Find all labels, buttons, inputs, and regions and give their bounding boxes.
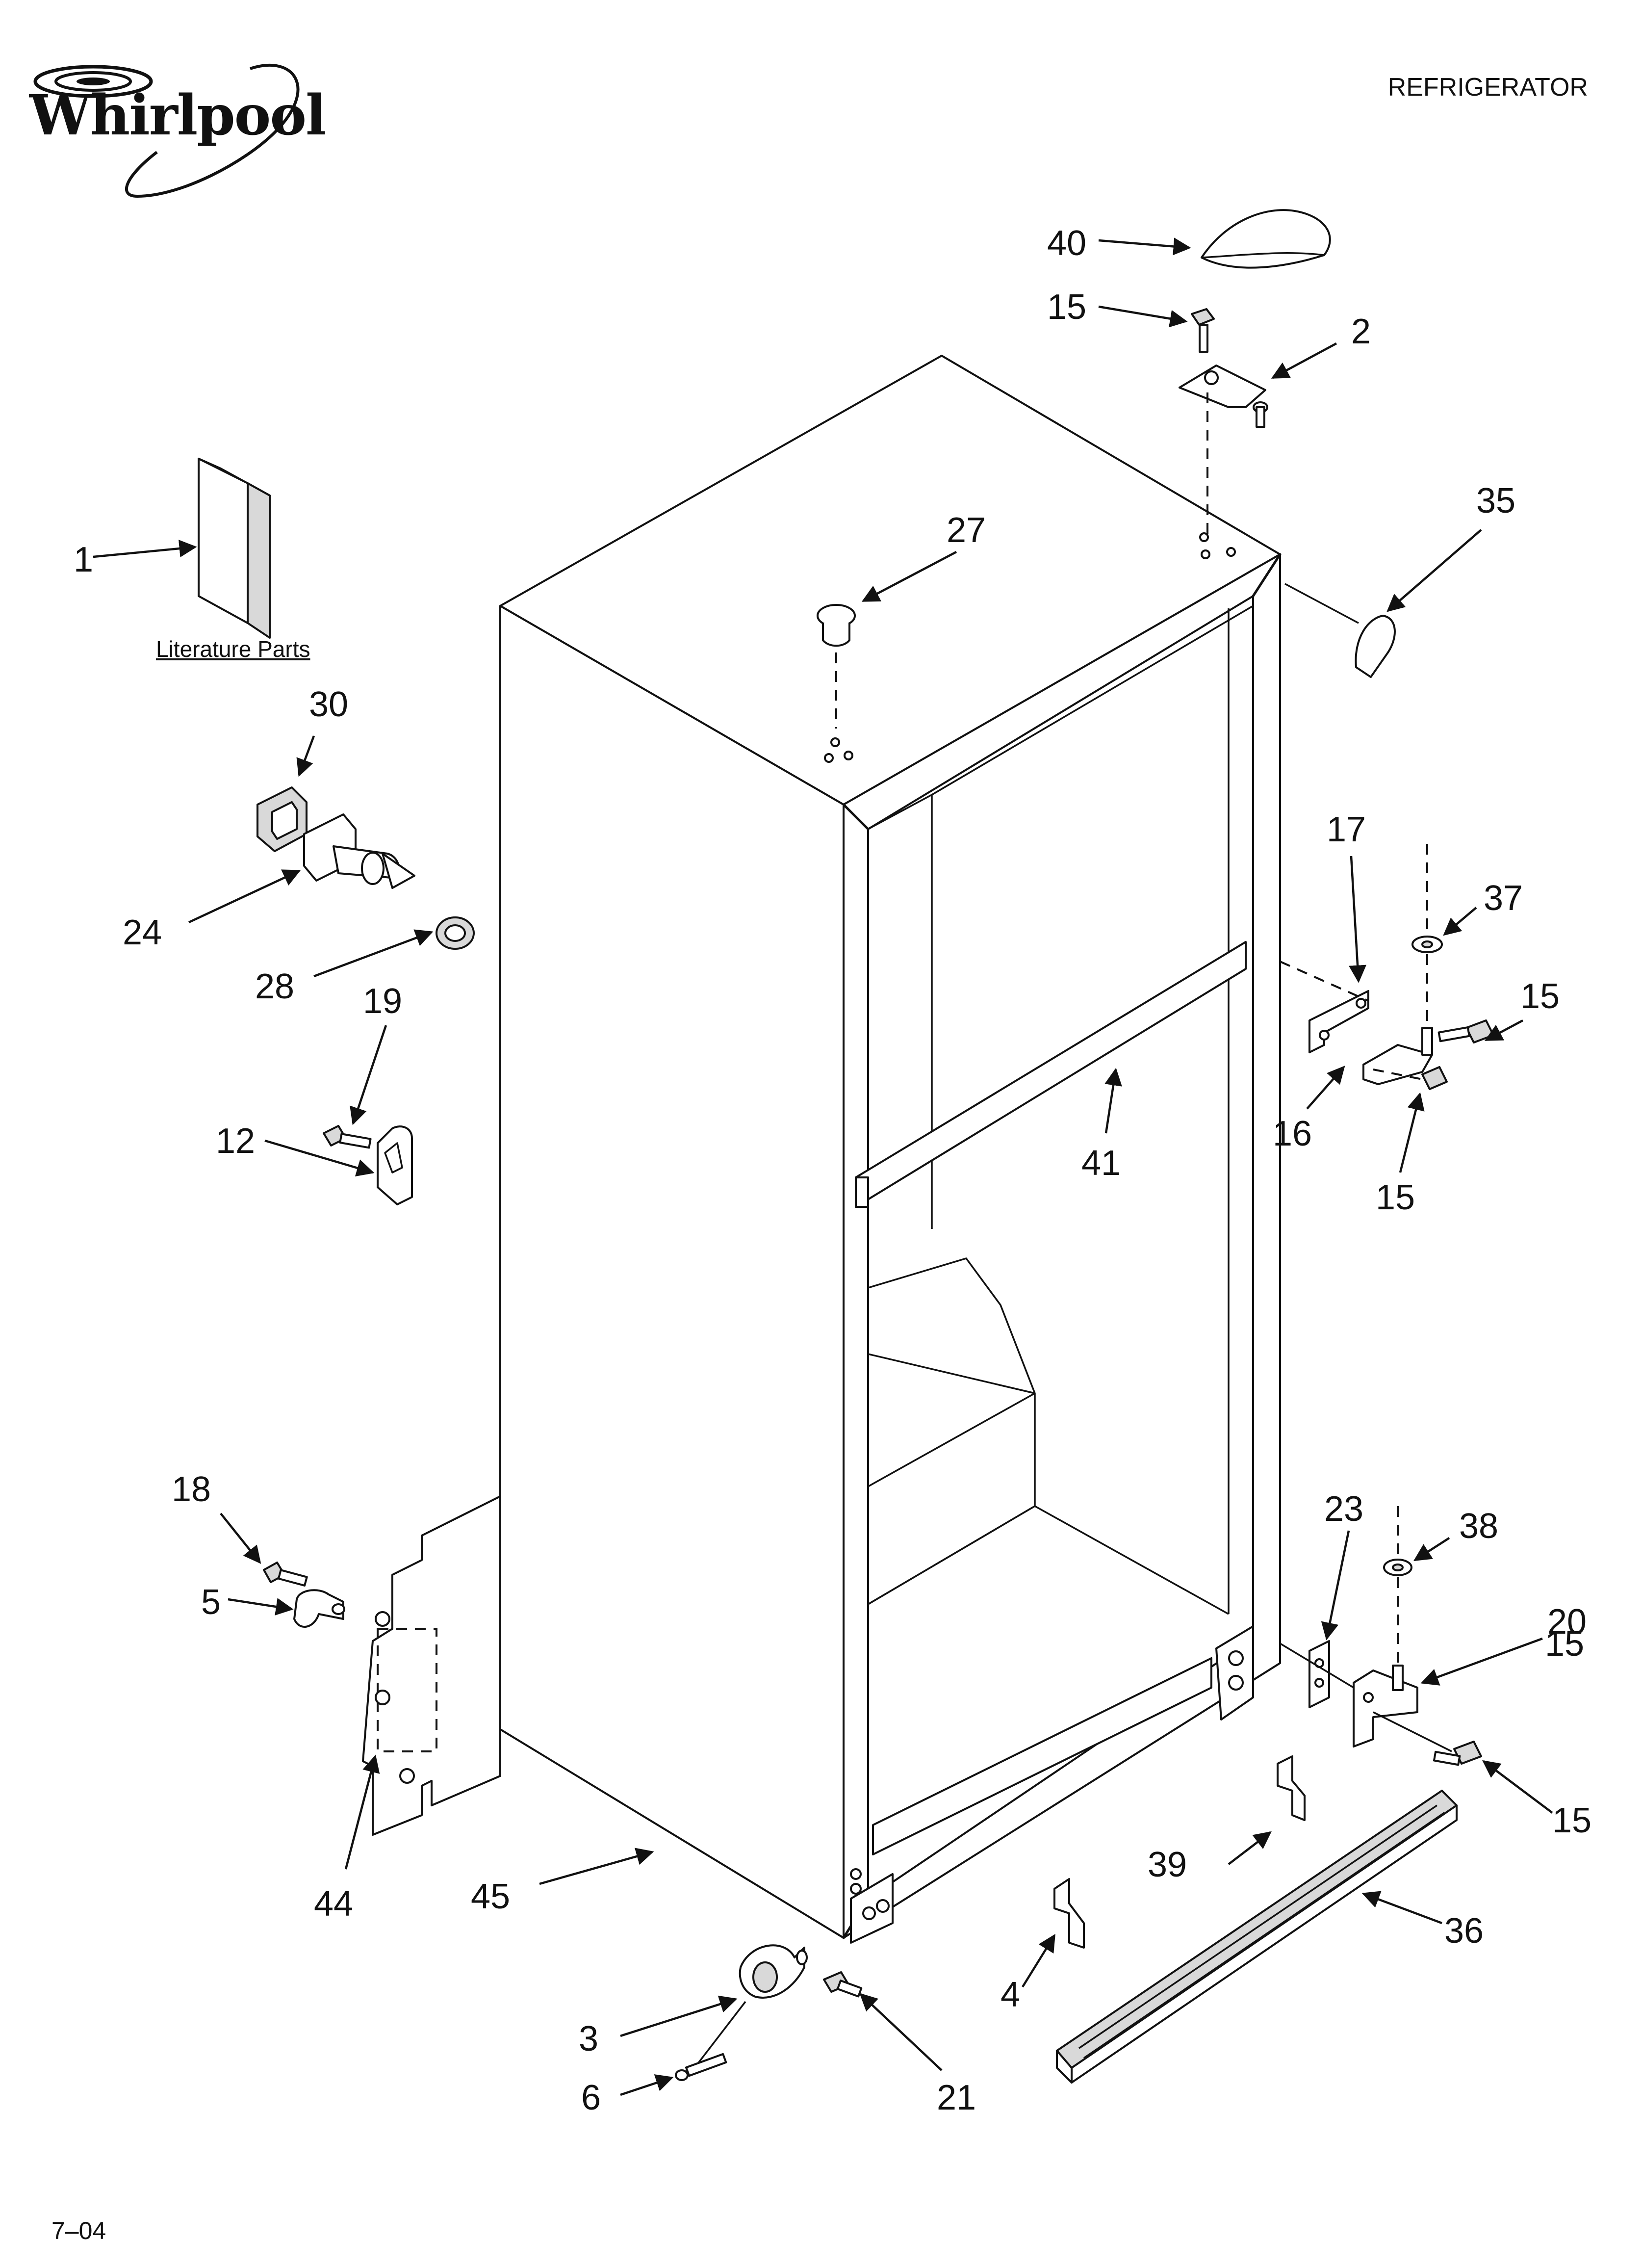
plug-button xyxy=(817,604,856,729)
rear-access-panel xyxy=(362,1495,501,1836)
callout-30: 30 xyxy=(309,685,348,724)
callout-20: 20 xyxy=(1547,1602,1587,1642)
callout-5: 5 xyxy=(201,1583,221,1622)
callout-12: 12 xyxy=(216,1121,255,1161)
callout-15-bottom-bracket: 15 xyxy=(1545,1624,1584,1664)
callout-2: 2 xyxy=(1351,312,1371,351)
callout-36: 36 xyxy=(1444,1911,1484,1951)
callout-45: 45 xyxy=(471,1877,510,1916)
callout-38: 38 xyxy=(1459,1507,1498,1546)
toe-grille xyxy=(1056,1790,1458,2084)
callout-15-mid-right: 15 xyxy=(1520,977,1560,1016)
leveling-leg-group xyxy=(675,1944,863,2081)
callout-21: 21 xyxy=(937,2078,976,2117)
literature-booklet xyxy=(198,458,271,639)
callout-15-mid-lower: 15 xyxy=(1376,1178,1415,1217)
callout-15-top: 15 xyxy=(1047,287,1086,327)
cord-clip-group xyxy=(263,1562,345,1628)
callout-35: 35 xyxy=(1476,481,1515,521)
grille-clips xyxy=(1053,1755,1306,1949)
cabinet-outline xyxy=(499,355,1282,1944)
callout-19: 19 xyxy=(363,982,402,1021)
center-hinge-assembly xyxy=(1280,844,1494,1090)
callout-44: 44 xyxy=(314,1884,353,1924)
bottom-hinge-assembly xyxy=(1280,1506,1482,1766)
latch-group xyxy=(323,1125,413,1205)
callout-15-bottom: 15 xyxy=(1552,1801,1591,1840)
callout-37: 37 xyxy=(1484,879,1523,918)
callout-40: 40 xyxy=(1047,224,1086,263)
callout-41: 41 xyxy=(1081,1144,1121,1183)
callout-1: 1 xyxy=(74,540,93,579)
callout-4: 4 xyxy=(1001,1975,1020,2014)
hinge-cap-35 xyxy=(1284,583,1396,678)
document-title: REFRIGERATOR xyxy=(1387,73,1588,102)
leader-lines xyxy=(93,237,1553,2096)
callout-23: 23 xyxy=(1324,1489,1363,1529)
callout-16: 16 xyxy=(1273,1114,1312,1153)
hinge-cover xyxy=(1201,209,1331,269)
top-hinge-assembly xyxy=(1179,308,1268,535)
callout-39: 39 xyxy=(1148,1845,1187,1884)
logo-swoosh-icon xyxy=(33,63,300,198)
revision-code: 7–04 xyxy=(51,2217,106,2244)
callout-3: 3 xyxy=(579,2019,598,2059)
callout-24: 24 xyxy=(123,913,162,952)
callout-6: 6 xyxy=(581,2078,601,2117)
literature-parts-label: Literature Parts xyxy=(156,636,310,662)
brand-wordmark: Whirlpool xyxy=(29,83,327,148)
callout-27: 27 xyxy=(947,511,986,550)
brand-logo: Whirlpool xyxy=(20,49,327,211)
callout-17: 17 xyxy=(1327,810,1366,849)
callout-18: 18 xyxy=(172,1470,211,1509)
callout-28: 28 xyxy=(255,967,294,1006)
handle-mount-group xyxy=(257,786,475,950)
callout-labels: 1 2 3 4 5 6 12 15 15 15 15 15 16 17 18 1… xyxy=(74,224,1591,2117)
